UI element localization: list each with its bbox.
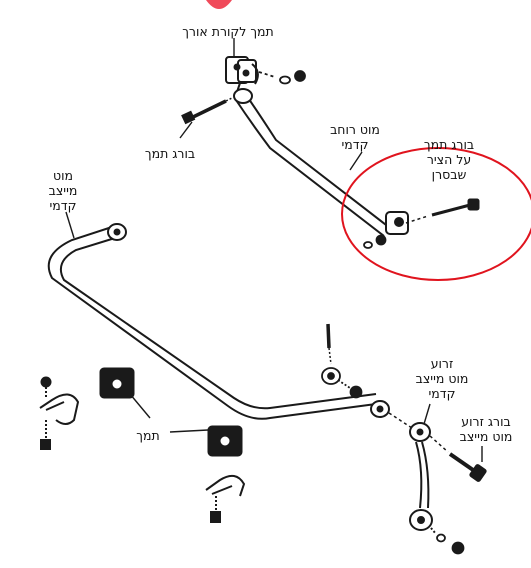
- clamp-right: [205, 474, 246, 523]
- label-arm-bolt: בורג זרוע מוט מייצב: [450, 414, 522, 444]
- label-line: בורג תמך: [423, 137, 475, 152]
- front-stabilizer-bar: [47, 223, 413, 429]
- top-red-mark: [206, 0, 232, 9]
- label-line: מוט מייצב: [415, 371, 469, 386]
- longitudinal-beam-bracket: [225, 56, 259, 96]
- label-line: בורג זרוע: [461, 414, 511, 429]
- label-line: זרוע: [430, 356, 454, 371]
- link-bushing: [321, 367, 363, 399]
- label-line: על הציר: [426, 152, 472, 167]
- leader-lines: [65, 38, 483, 462]
- label-bushing-bracket: תמך: [136, 428, 160, 443]
- arm-bolt: [429, 435, 487, 482]
- label-line: קדמי: [341, 137, 369, 152]
- bushing-upper: [99, 367, 135, 399]
- bracket-bolt: [181, 97, 233, 125]
- label-front-wide-bar: מוט רוחב קדמי: [325, 122, 385, 152]
- top-washers: [258, 70, 306, 85]
- label-line: מוט: [52, 168, 73, 183]
- label-longitudinal-beam-bracket: תמך לקורת אורך: [182, 24, 274, 39]
- clamp-left: [39, 376, 80, 450]
- link-bolt-vertical: [326, 323, 332, 365]
- label-line: מוט רוחב: [330, 122, 380, 137]
- label-front-stabilizer-bar: מוט מייצב קדמי: [38, 168, 88, 213]
- stabilizer-arm: [409, 422, 437, 535]
- label-line: מוט מייצב: [459, 429, 513, 444]
- label-line: מייצב: [48, 183, 78, 198]
- label-line: קדמי: [49, 198, 77, 213]
- highlight-circle: [341, 147, 531, 281]
- label-line: קדמי: [428, 386, 456, 401]
- axle-washers: [363, 234, 387, 249]
- label-line: שבסרן: [431, 167, 467, 182]
- arm-washers: [436, 533, 465, 555]
- bushing-lower: [207, 425, 243, 457]
- label-bracket-bolt: בורג תמך: [144, 146, 196, 161]
- front-wide-bar: [233, 88, 429, 237]
- label-stabilizer-arm: זרוע מוט מייצב קדמי: [410, 356, 474, 401]
- label-axle-bracket-bolt: בורג תמך על הציר שבסרן: [412, 137, 486, 182]
- axle-bracket-bolt: [431, 198, 480, 217]
